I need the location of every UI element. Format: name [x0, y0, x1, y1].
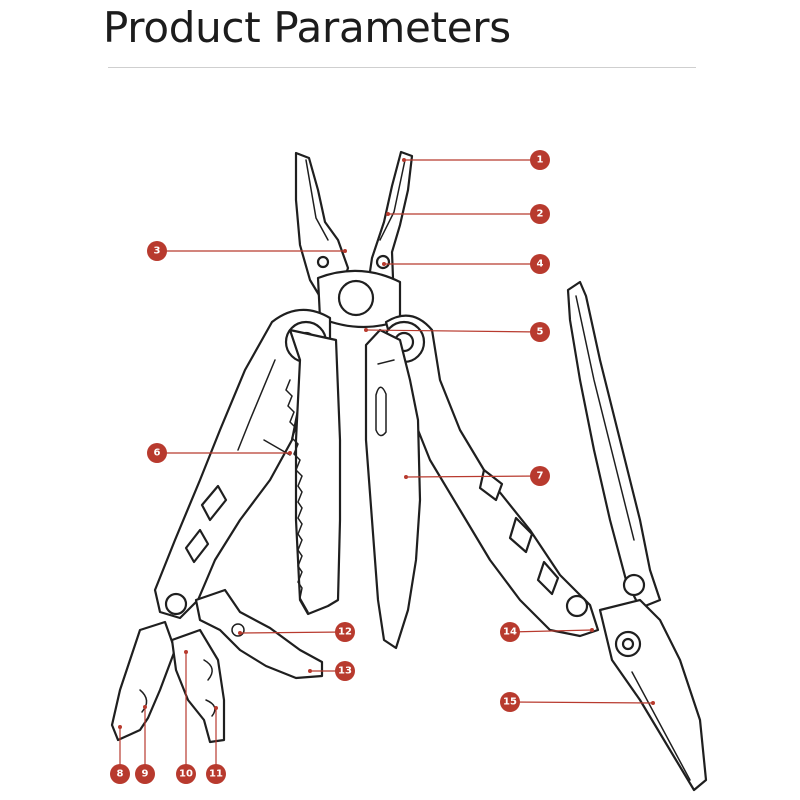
callout-1-label: 1	[537, 155, 544, 166]
callout-7: 7	[530, 466, 550, 486]
callout-8: 8	[110, 764, 130, 784]
callout-15-label: 15	[503, 697, 517, 708]
callout-1: 1	[530, 150, 550, 170]
callout-10: 10	[176, 764, 196, 784]
callout-14: 14	[500, 622, 520, 642]
callout-badges: 1 2 3 4 5 6 7 8 9 10 11 12 13 14 15	[110, 150, 550, 784]
callout-13: 13	[335, 661, 355, 681]
callout-4: 4	[530, 254, 550, 274]
callout-10-label: 10	[179, 769, 193, 780]
callout-14-label: 14	[503, 627, 517, 638]
callout-3: 3	[147, 241, 167, 261]
page-title: Product Parameters	[103, 3, 511, 52]
callout-6: 6	[147, 443, 167, 463]
callout-5: 5	[530, 322, 550, 342]
callout-5-label: 5	[537, 327, 544, 338]
callout-3-label: 3	[154, 246, 161, 257]
callout-7-label: 7	[537, 471, 544, 482]
callout-9-label: 9	[142, 769, 149, 780]
callout-9: 9	[135, 764, 155, 784]
callout-2-label: 2	[537, 209, 544, 220]
callout-15: 15	[500, 692, 520, 712]
title-divider	[108, 67, 696, 68]
callout-6-label: 6	[154, 448, 161, 459]
callout-13-label: 13	[338, 666, 352, 677]
callout-11: 11	[206, 764, 226, 784]
callout-12: 12	[335, 622, 355, 642]
callout-leaders	[118, 158, 655, 774]
callout-4-label: 4	[537, 259, 544, 270]
callout-2: 2	[530, 204, 550, 224]
multitool-drawing	[110, 150, 708, 792]
callout-11-label: 11	[209, 769, 223, 780]
callout-8-label: 8	[117, 769, 124, 780]
callout-12-label: 12	[338, 627, 352, 638]
